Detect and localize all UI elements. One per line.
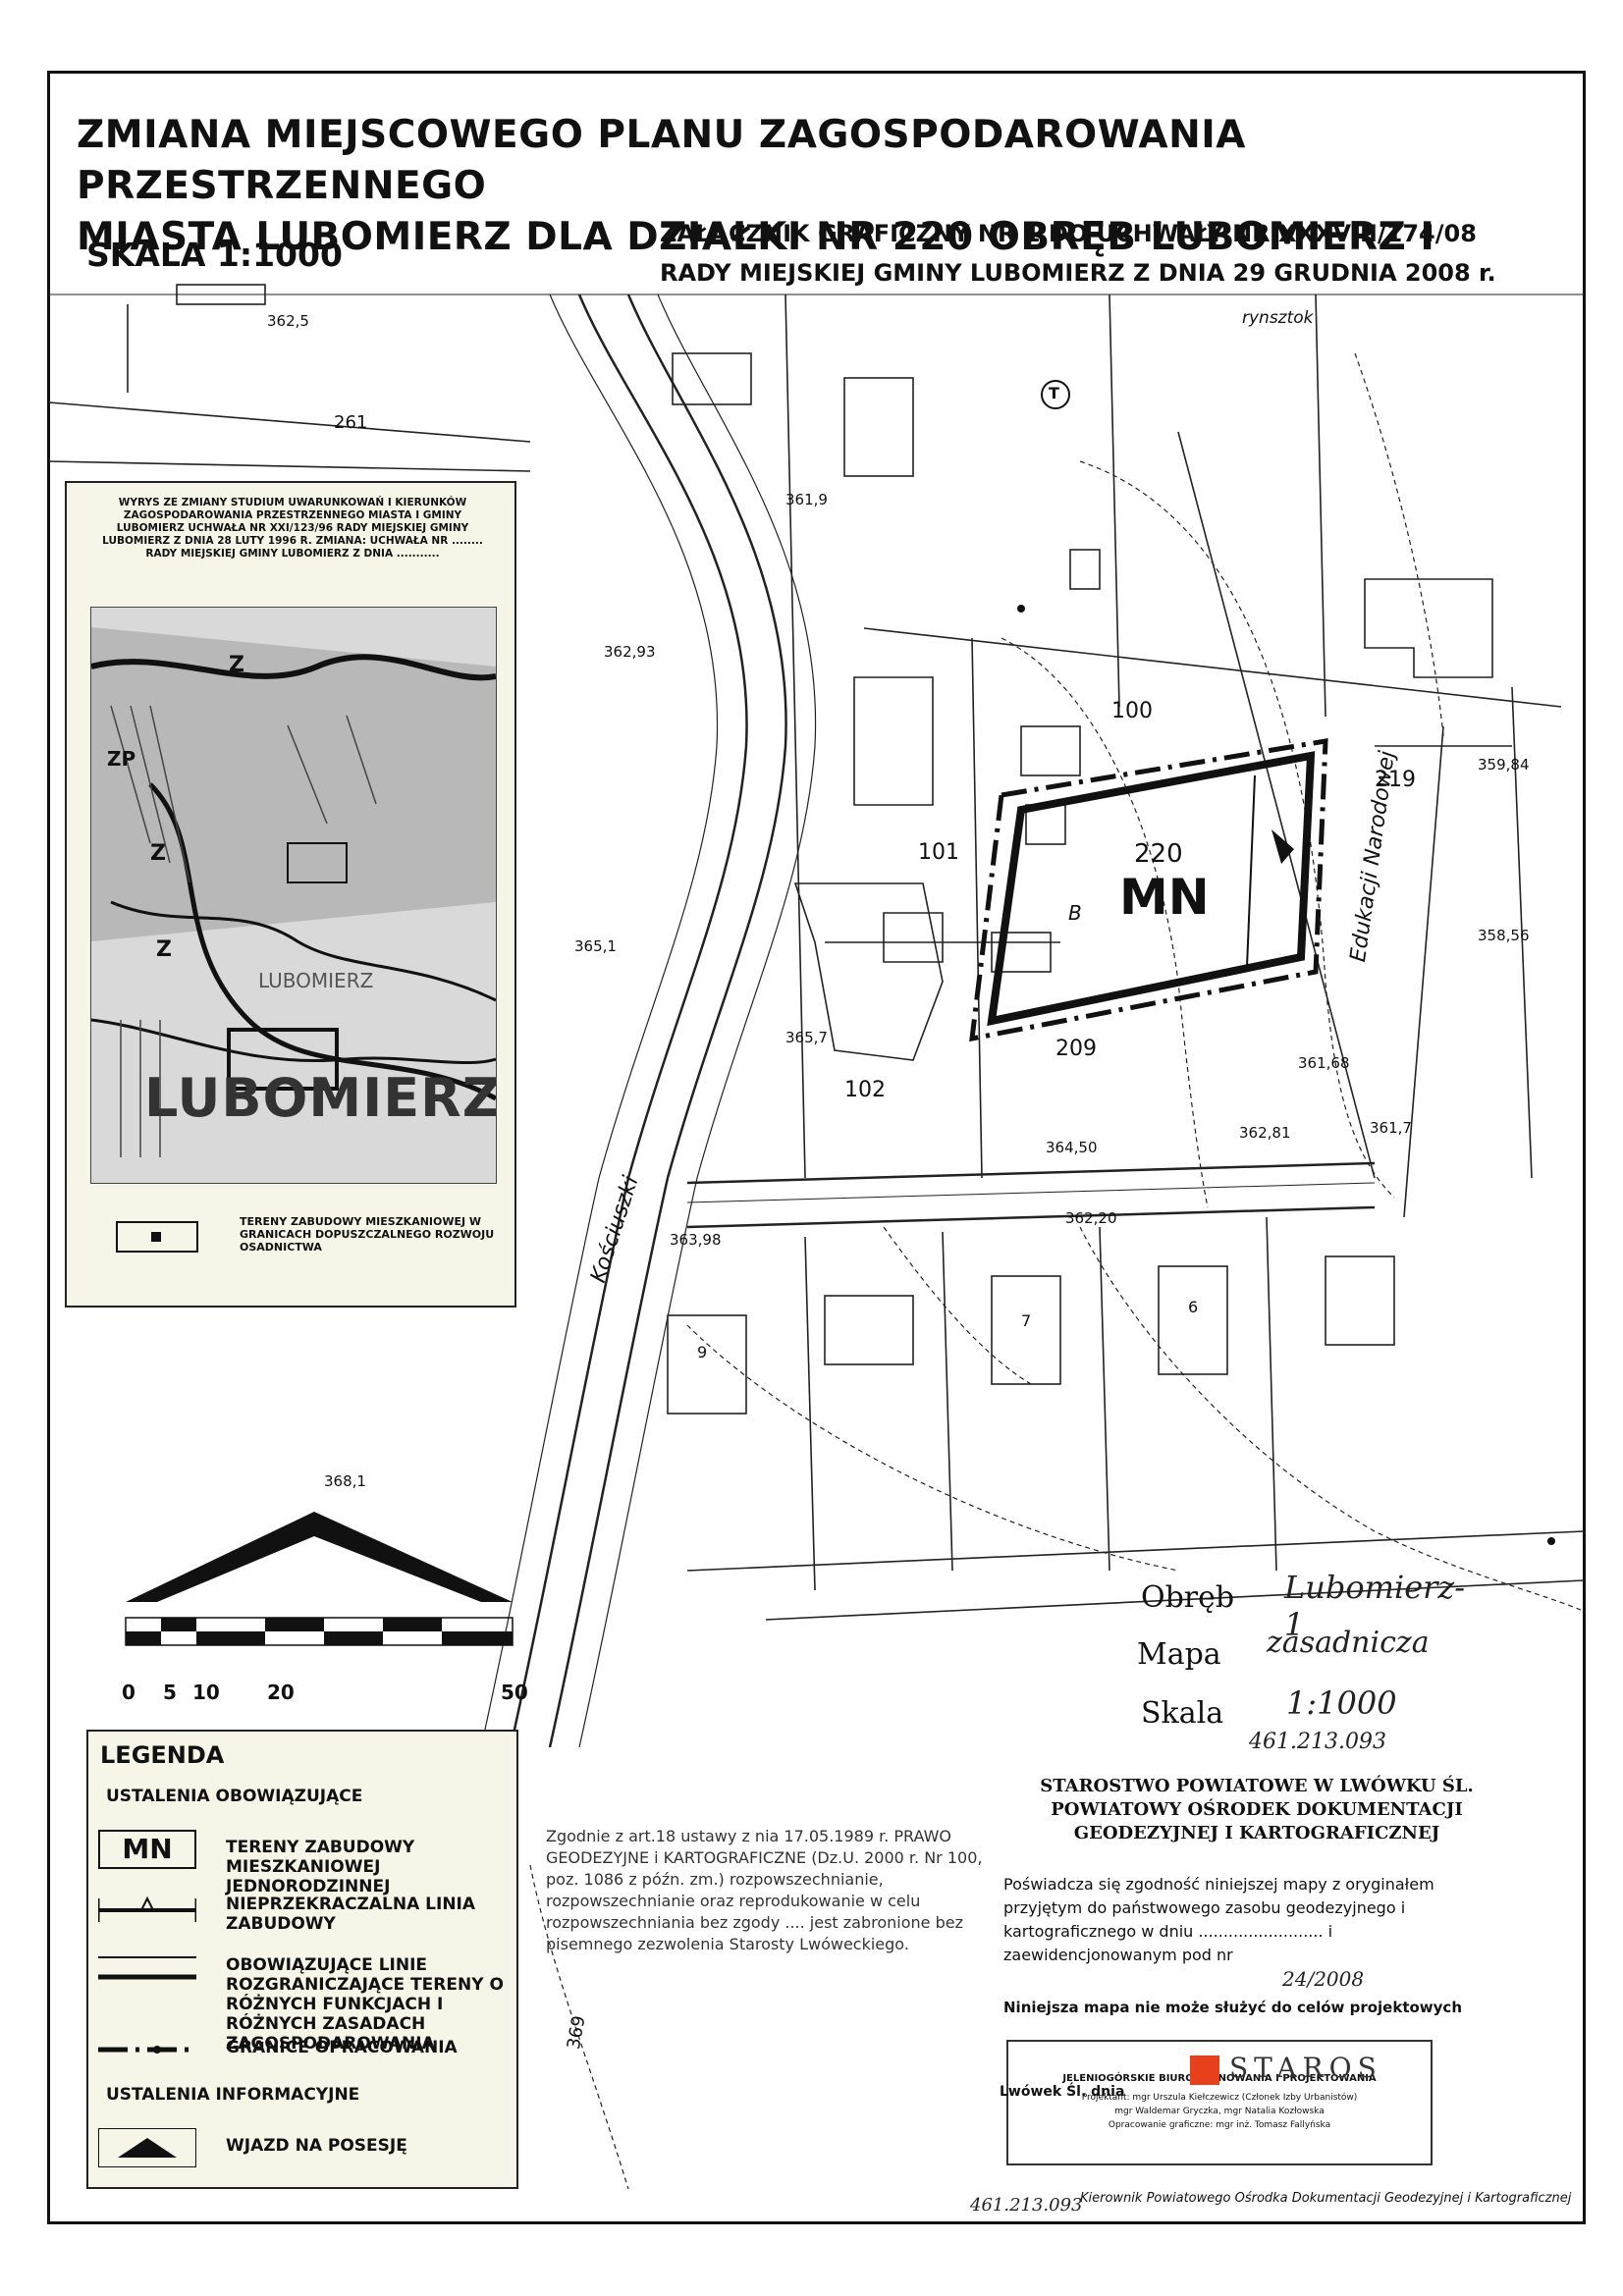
height-label: 364,50: [1046, 1139, 1098, 1156]
entry-arrow-symbol: [98, 2128, 196, 2167]
plan-boundary-symbol: [98, 2046, 196, 2054]
building-line-symbol: [98, 1896, 196, 1922]
study-inset: WYRYS ZE ZMIANY STUDIUM UWARUNKOWAŃ I KI…: [65, 481, 516, 1308]
mapa-value: zasadnicza: [1267, 1626, 1430, 1660]
inset-zone-label: ZP: [107, 747, 136, 771]
parcel-label-261: 261: [334, 412, 368, 433]
legend-section-info: USTALENIA INFORMACYJNE: [106, 2085, 360, 2105]
plan-title-line2: MIASTA LUBOMIERZ DLA DZIAŁKI NR 220 OBRĘ…: [77, 215, 1435, 259]
inset-zone-label: LUBOMIERZ: [258, 969, 374, 992]
inset-title: WYRYS ZE ZMIANY STUDIUM UWARUNKOWAŃ I KI…: [102, 497, 483, 560]
scale-tick-label: 50: [501, 1681, 528, 1704]
parcel-label-101: 101: [918, 840, 959, 865]
parcel-label-219: 219: [1375, 768, 1416, 792]
height-label: 362,93: [604, 643, 656, 661]
circle-t-letter: T: [1049, 384, 1059, 402]
scale-label: SKALA 1:1000: [86, 236, 343, 274]
height-label: 359,84: [1478, 756, 1530, 774]
inset-town-name: LUBOMIERZ: [144, 1067, 497, 1129]
parcel-label-100: 100: [1111, 699, 1153, 723]
scale-tick-label: 5: [163, 1681, 177, 1704]
legend-panel: LEGENDA USTALENIA OBOWIĄZUJĄCE MN TERENY…: [86, 1730, 518, 2189]
sheet-number: 461.213.093: [1249, 1730, 1386, 1754]
scale-bar: [125, 1512, 514, 1646]
inset-zone-label: Z: [150, 841, 166, 866]
zone-code-mn: MN: [1119, 869, 1210, 926]
starostwo-stamp: STAROSTWO POWIATOWE W LWÓWKU ŚL. POWIATO…: [1040, 1776, 1474, 1843]
legend-title: LEGENDA: [100, 1741, 225, 1769]
red-stamp-mark: [1190, 2056, 1219, 2085]
inset-map: Z ZP Z Z LUBOMIERZ LUBOMIERZ: [90, 607, 497, 1184]
skala-label: Skala: [1141, 1696, 1224, 1731]
kierownik-text: Kierownik Powiatowego Ośrodka Dokumentac…: [1080, 2191, 1572, 2206]
height-label: 361,9: [785, 491, 828, 508]
legend-section-binding: USTALENIA OBOWIĄZUJĄCE: [106, 1787, 363, 1806]
designer-line: Projektant: mgr Urszula Kiełczewicz (Czł…: [1081, 2093, 1358, 2103]
staros-stamp-word: STAROS: [1229, 2052, 1382, 2084]
mapa-label: Mapa: [1137, 1637, 1221, 1672]
height-label: 362,81: [1239, 1124, 1291, 1142]
inset-zone-label: Z: [229, 653, 244, 677]
annex-line2: RADY MIEJSKIEJ GMINY LUBOMIERZ Z DNIA 29…: [660, 259, 1496, 287]
scale-tick-label: 20: [267, 1681, 295, 1704]
height-label: 365,1: [574, 937, 617, 955]
inset-legend-symbol: [116, 1221, 198, 1253]
inset-zone-label: Z: [156, 937, 172, 962]
obreb-value: Lubomierz-1: [1284, 1569, 1466, 1643]
boundary-lines-symbol: [98, 1956, 196, 1980]
legend-item-label: TERENY ZABUDOWY MIESZKANIOWEJ JEDNORODZI…: [226, 1838, 415, 1896]
lwowek-date: Lwówek Śl. dnia: [1000, 2084, 1125, 2100]
circle-t-icon: [1041, 380, 1070, 409]
legend-item-label: NIEPRZEKRACZALNA LINIA ZABUDOWY: [226, 1895, 476, 1934]
parcel-label-209: 209: [1055, 1037, 1097, 1061]
height-label: 358,56: [1478, 927, 1530, 944]
height-label: 362,20: [1065, 1209, 1117, 1227]
building-number-9: 9: [697, 1343, 708, 1362]
parcel-label-102: 102: [844, 1078, 886, 1102]
legend-item-label: WJAZD NA POSESJĘ: [226, 2136, 407, 2156]
plan-title-line1: ZMIANA MIEJSCOWEGO PLANU ZAGOSPODAROWANI…: [77, 113, 1246, 208]
designer-header: JELENIOGÓRSKIE BIURO PLANOWANIA I PROJEK…: [1062, 2073, 1377, 2084]
legend-item-boundary-lines: OBOWIĄZUJĄCE LINIE ROZGRANICZAJĄCE TEREN…: [98, 1948, 511, 2054]
legend-item-plan-boundary: GRANICE OPRACOWANIA: [98, 2030, 511, 2069]
height-label: 361,68: [1298, 1054, 1350, 1072]
designer-line: mgr Waldemar Gryczka, mgr Natalia Kozłow…: [1114, 2107, 1325, 2116]
designer-box: JELENIOGÓRSKIE BIURO PLANOWANIA I PROJEK…: [1006, 2040, 1433, 2165]
inset-legend-text: TERENY ZABUDOWY MIESZKANIOWEJ W GRANICAC…: [240, 1215, 495, 1254]
warning-text: Niniejsza mapa nie może służyć do celów …: [1003, 1999, 1463, 2016]
annex-note: ZAŁĄCZNIK GRAFICZNY NR 1 DO UCHWAŁY NR X…: [660, 214, 1543, 293]
parcel-letter: B: [1068, 901, 1082, 925]
height-label: 361,7: [1370, 1119, 1412, 1137]
height-label: 365,7: [785, 1029, 828, 1046]
certification-text: Poświadcza się zgodność niniejszej mapy …: [1003, 1875, 1434, 1964]
legend-item-building-line: NIEPRZEKRACZALNA LINIA ZABUDOWY: [98, 1887, 511, 1934]
legend-item-label: GRANICE OPRACOWANIA: [226, 2038, 458, 2057]
parcel-number-220: 220: [1134, 839, 1183, 869]
building-number-7: 7: [1021, 1311, 1032, 1330]
street-name-rynsztok: rynsztok: [1242, 308, 1314, 328]
skala-value: 1:1000: [1286, 1684, 1397, 1722]
building-number-6: 6: [1188, 1298, 1199, 1316]
cert-number: 24/2008: [1282, 1967, 1365, 1991]
mn-symbol: MN: [98, 1830, 196, 1869]
designer-line: Opracowanie graficzne: mgr inż. Tomasz F…: [1108, 2120, 1331, 2130]
law-stamp: Zgodnie z art.18 ustawy z nia 17.05.1989…: [546, 1827, 983, 1953]
inset-map-drawing: [91, 608, 496, 1183]
height-label: 362,5: [267, 312, 309, 330]
legend-item-mn: MN TERENY ZABUDOWY MIESZKANIOWEJ JEDNORO…: [98, 1830, 511, 1896]
legend-item-entry: WJAZD NA POSESJĘ: [98, 2128, 511, 2167]
height-label: 368,1: [324, 1472, 366, 1490]
scale-tick-label: 10: [192, 1681, 220, 1704]
annex-line1: ZAŁĄCZNIK GRAFICZNY NR 1 DO UCHWAŁY NR X…: [660, 220, 1477, 247]
scale-tick-label: 0: [122, 1681, 135, 1704]
sheet-number-bottom: 461.213.093: [970, 2195, 1083, 2216]
obreb-label: Obręb: [1141, 1580, 1235, 1615]
height-label: 363,98: [670, 1231, 722, 1249]
legend-item-label: OBOWIĄZUJĄCE LINIE ROZGRANICZAJĄCE TEREN…: [226, 1955, 504, 2054]
plan-title: ZMIANA MIEJSCOWEGO PLANU ZAGOSPODAROWANI…: [77, 110, 1451, 263]
